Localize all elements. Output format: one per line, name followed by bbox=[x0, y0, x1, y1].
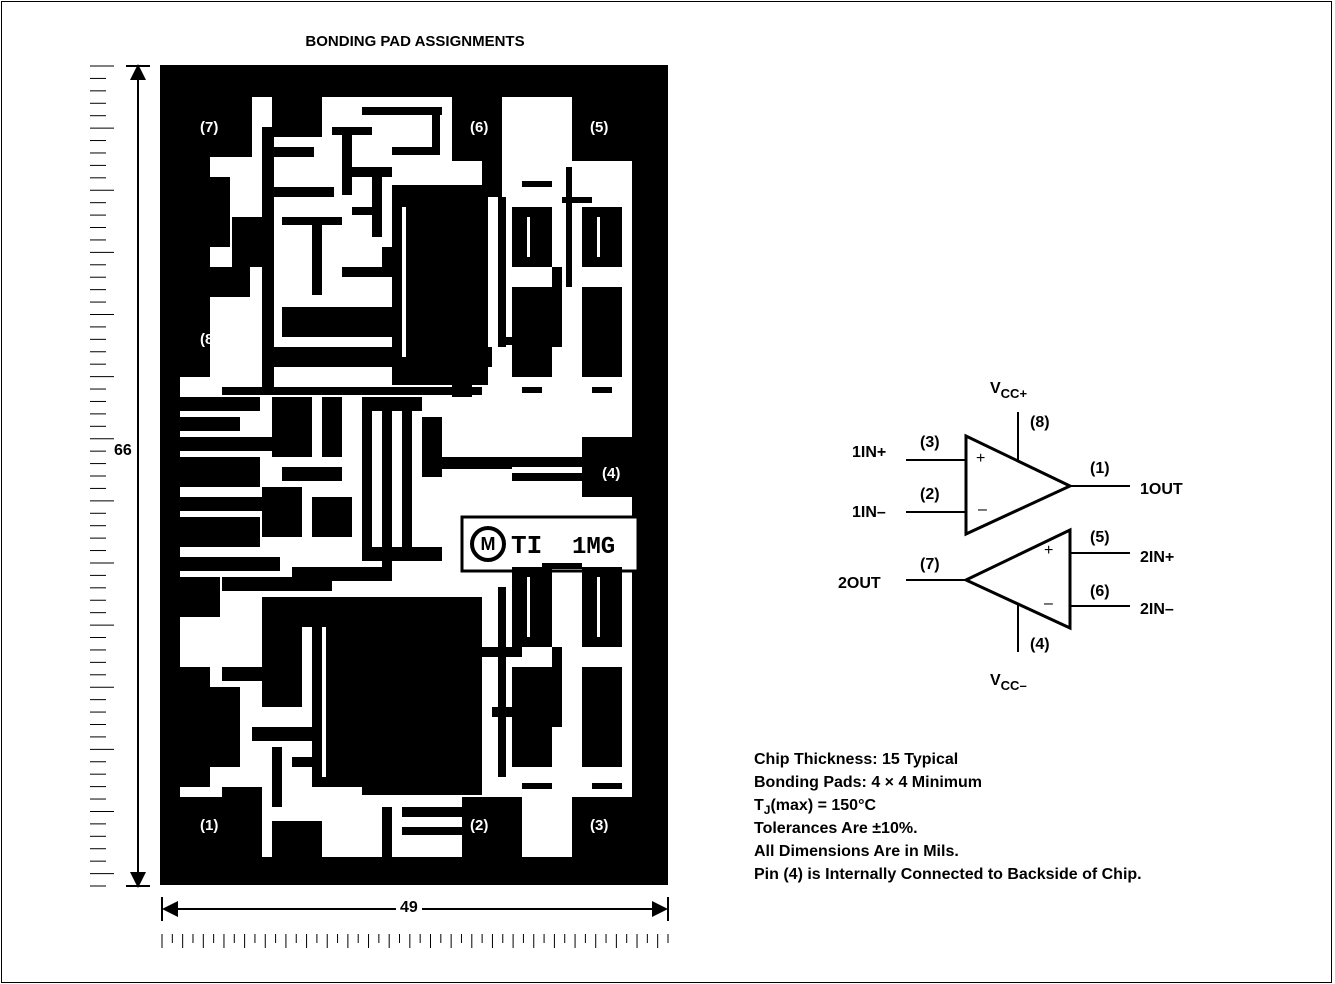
chip-logo-ti: TI bbox=[511, 531, 542, 561]
pin-2-number: (2) bbox=[920, 486, 940, 503]
signal-2in-plus: 2IN+ bbox=[1140, 549, 1175, 566]
note-junction-temp: TJ(max) = 150°C bbox=[754, 797, 877, 817]
pad-6-label: (6) bbox=[470, 119, 489, 136]
pin-6-number: (6) bbox=[1090, 583, 1110, 600]
width-dimension-value: 49 bbox=[396, 899, 422, 917]
signal-1in-minus: 1IN– bbox=[852, 504, 886, 521]
note-tolerances: Tolerances Are ±10%. bbox=[754, 820, 918, 837]
opamp-1-minus-sign: – bbox=[978, 501, 987, 518]
svg-text:M: M bbox=[481, 534, 496, 554]
note-units: All Dimensions Are in Mils. bbox=[754, 843, 959, 860]
note-backside: Pin (4) is Internally Connected to Backs… bbox=[754, 866, 1142, 883]
pin-4-number: (4) bbox=[1030, 636, 1050, 653]
pad-7-label: (7) bbox=[200, 119, 219, 136]
vcc-plus-label: VCC+ bbox=[990, 380, 1028, 401]
pin-3-number: (3) bbox=[920, 434, 940, 451]
pin-5-number: (5) bbox=[1090, 529, 1110, 546]
chip-logo-code: 1MG bbox=[572, 534, 615, 561]
chip-die: M TI 1MG bbox=[160, 65, 668, 885]
signal-2out: 2OUT bbox=[838, 575, 881, 592]
pad-8-label: (8) bbox=[200, 331, 219, 348]
vcc-minus-label: VCC– bbox=[990, 672, 1027, 693]
opamp-2-minus-sign: – bbox=[1044, 595, 1053, 612]
pad-1-label: (1) bbox=[200, 817, 219, 834]
signal-1out: 1OUT bbox=[1140, 481, 1183, 498]
signal-2in-minus: 2IN– bbox=[1140, 601, 1174, 618]
pin-1-number: (1) bbox=[1090, 460, 1110, 477]
height-dimension-value: 66 bbox=[114, 442, 132, 460]
pad-3-label: (3) bbox=[590, 817, 609, 834]
pin-7-number: (7) bbox=[920, 556, 940, 573]
opamp-1-plus-sign: + bbox=[976, 450, 986, 467]
pin-8-number: (8) bbox=[1030, 414, 1050, 431]
diagram-title: BONDING PAD ASSIGNMENTS bbox=[305, 33, 525, 50]
pad-4-label: (4) bbox=[602, 465, 621, 482]
note-chip-thickness: Chip Thickness: 15 Typical bbox=[754, 751, 959, 768]
pad-2-label: (2) bbox=[470, 817, 489, 834]
opamp-2-plus-sign: + bbox=[1044, 542, 1054, 559]
pad-5-label: (5) bbox=[590, 119, 609, 136]
note-bonding-pads: Bonding Pads: 4 × 4 Minimum bbox=[754, 774, 983, 791]
chip-layout: M TI 1MG bbox=[162, 67, 666, 883]
signal-1in-plus: 1IN+ bbox=[852, 444, 887, 461]
